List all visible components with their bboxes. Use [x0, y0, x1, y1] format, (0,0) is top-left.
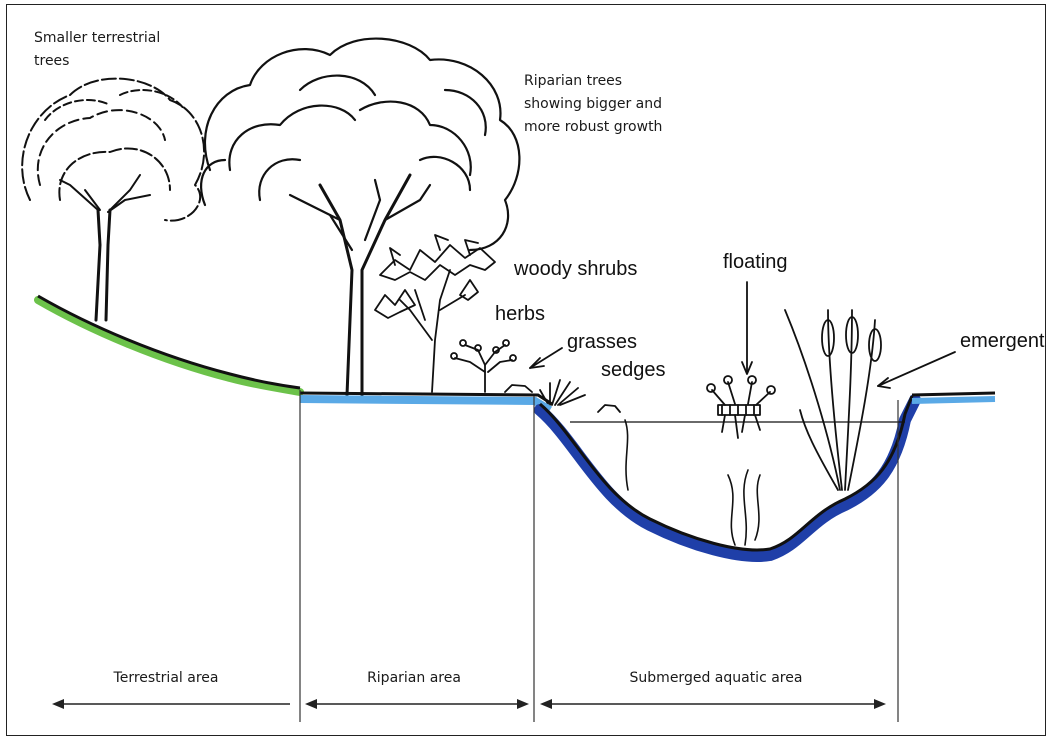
- terrestrial-area-label: Terrestrial area: [113, 670, 219, 686]
- riparian-area-label: Riparian area: [367, 670, 461, 686]
- floating-label: floating: [723, 251, 788, 273]
- floating-plants: [707, 376, 775, 438]
- riparian-trees-label-line2: showing bigger and: [524, 96, 662, 112]
- herbs: [451, 340, 516, 392]
- smaller-trees-label: Smaller terrestrial: [34, 30, 160, 46]
- herbs-label: herbs: [495, 303, 545, 325]
- riparian-trees-label-line3: more robust growth: [524, 119, 662, 135]
- water-bed: [540, 400, 915, 556]
- riparian-ground: [300, 399, 550, 410]
- sedges-label: sedges: [601, 359, 666, 381]
- grasses-arrow: [530, 348, 562, 368]
- emergent-label: emergent: [960, 330, 1045, 352]
- zone-arrows: [52, 699, 886, 709]
- smaller-trees-label-line2: trees: [34, 53, 69, 69]
- grasses-label: grasses: [567, 331, 637, 353]
- woody-shrubs-label: woody shrubs: [513, 258, 637, 280]
- terrestrial-ground: [38, 300, 300, 392]
- woody-shrubs: [375, 235, 495, 392]
- emergent-plants: [785, 310, 881, 490]
- emergent-arrow: [878, 352, 955, 386]
- aquatic-area-label: Submerged aquatic area: [630, 670, 803, 686]
- riparian-tree: [201, 39, 519, 395]
- riparian-trees-label: Riparian trees: [524, 73, 622, 89]
- small-terrestrial-tree: [22, 79, 204, 320]
